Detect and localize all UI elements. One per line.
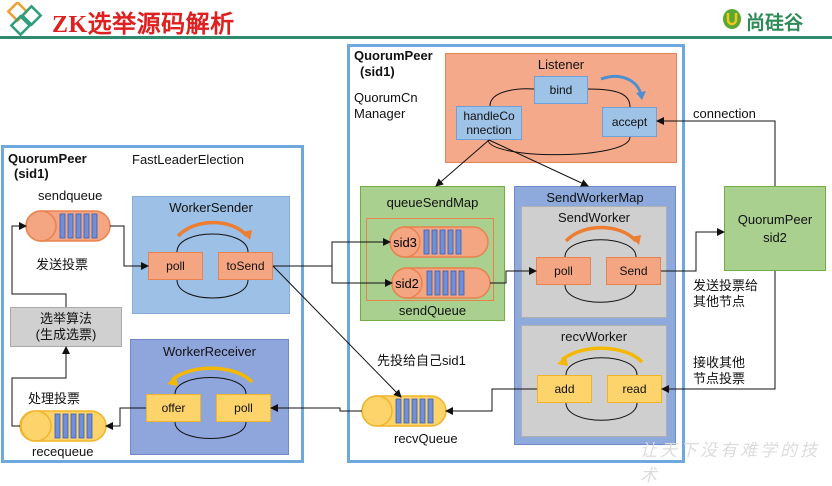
- queue-send-map-title: queueSendMap: [386, 195, 479, 210]
- handle-to-send-worker-map-arrow: [488, 139, 589, 187]
- worker-sender-loop-bottom: [176, 279, 249, 299]
- recequeue-to-algorithm-arrow: [11, 346, 70, 427]
- sid2-queue-icon: sid2: [391, 267, 491, 299]
- handle-to-queue-send-map-arrow: [435, 139, 490, 187]
- center-peer-sid: (sid1): [360, 64, 395, 79]
- brand-logo-icon: [722, 8, 742, 30]
- send-vote-label: 发送投票: [36, 257, 89, 272]
- send-worker-send-box: Send: [606, 257, 661, 285]
- listener-cycle-arrow: [600, 74, 643, 96]
- recv-worker-cycle-arrow: [560, 346, 644, 364]
- recv-worker-loop-top: [565, 357, 638, 376]
- send-worker-title: SendWorker: [557, 210, 630, 225]
- listener-title: Listener: [537, 57, 585, 72]
- election-algorithm-box: 选举算法 (生成选票): [10, 307, 122, 347]
- left-quorum-peer-frame: [1, 145, 304, 463]
- election-algorithm-line2: (生成选票): [35, 327, 97, 342]
- recvqueue-icon: [361, 395, 447, 427]
- worker-sender-loop-top: [176, 233, 249, 253]
- worker-sender-tosend-box: toSend: [218, 252, 273, 280]
- worker-sender-title: WorkerSender: [169, 200, 253, 215]
- worker-sender-cycle-arrow: [176, 220, 249, 238]
- receive-votes-line2: 节点投票: [693, 371, 746, 386]
- tosend-to-sid3-arrow: [273, 238, 391, 267]
- tosend-to-recvqueue-arrow: [272, 265, 402, 398]
- listener-handle-connection-box: handleCo nnection: [456, 106, 522, 140]
- diagram-connectors: sid3 sid2: [11, 74, 776, 442]
- receive-votes-line1: 接收其他: [693, 355, 746, 370]
- listener-loop: [487, 88, 631, 156]
- worker-receiver-poll-box: poll: [216, 394, 271, 422]
- worker-receiver-loop-bottom: [174, 421, 247, 439]
- worker-sender-poll-box: poll: [148, 252, 203, 280]
- recv-worker-read-box: read: [607, 375, 662, 403]
- brand-name: 尚硅谷: [746, 13, 804, 34]
- worker-receiver-offer-box: offer: [146, 394, 201, 422]
- sendqueue-label: sendqueue: [38, 188, 103, 203]
- sendqueue-icon: [25, 210, 111, 242]
- recv-worker-add-box: add: [537, 375, 592, 403]
- recvqueue-to-poll-arrow: [270, 404, 362, 412]
- sid2-to-send-worker-poll-arrow: [490, 267, 537, 284]
- quorum-cnx-manager-line1: QuorumCn: [354, 90, 418, 105]
- recequeue-label: recequeue: [32, 444, 94, 459]
- sendqueue-to-poll-arrow: [110, 225, 149, 270]
- left-peer-sid: (sid1): [14, 166, 49, 181]
- send-to-sid2-peer-arrow: [661, 228, 725, 272]
- center-quorum-peer-frame: [347, 44, 685, 463]
- send-worker-map-title: SendWorkerMap: [546, 190, 644, 205]
- center-peer-title: QuorumPeer: [354, 48, 433, 63]
- election-algorithm-line1: 选举算法: [39, 311, 92, 326]
- send-worker-cycle-arrow: [564, 225, 638, 243]
- sid2-peer-to-read-arrow: [661, 271, 776, 393]
- header-divider: [0, 36, 832, 39]
- handle-connection-line1: handleCo: [463, 109, 515, 123]
- left-peer-title: QuorumPeer: [8, 151, 87, 166]
- recv-queue-label: recvQueue: [394, 431, 458, 446]
- listener-accept-box: accept: [602, 107, 657, 137]
- process-vote-label: 处理投票: [28, 391, 81, 406]
- quorum-peer-sid2-line1: QuorumPeer: [737, 211, 813, 227]
- quorum-cnx-manager-line2: Manager: [354, 106, 406, 121]
- tosend-to-sid2-arrow: [331, 266, 393, 287]
- send-queue-label: sendQueue: [398, 303, 467, 318]
- self-vote-label: 先投给自己sid1: [377, 353, 466, 368]
- quorum-peer-sid2-line2: sid2: [763, 229, 787, 245]
- algorithm-to-sendqueue-arrow: [11, 222, 67, 307]
- recequeue-icon: [19, 410, 107, 442]
- recv-worker-loop-bottom: [565, 402, 638, 421]
- offer-to-recequeue-arrow: [105, 407, 146, 430]
- send-queue-group: [366, 218, 494, 301]
- fast-leader-election-label: FastLeaderElection: [132, 152, 245, 167]
- slide-header: [0, 0, 832, 38]
- send-to-others-line1: 发送投票给: [693, 278, 759, 293]
- logo-diamonds-icon: [4, 0, 48, 37]
- page-title: ZK选举源码解析: [52, 12, 235, 38]
- worker-receiver-loop-top: [174, 377, 247, 395]
- send-worker-loop-top: [564, 239, 637, 258]
- worker-receiver-cycle-arrow: [170, 366, 254, 384]
- listener-bind-box: bind: [534, 76, 588, 104]
- sid3-queue-icon: sid3: [389, 226, 489, 258]
- handle-connection-line2: nnection: [466, 123, 512, 137]
- sid3-label: sid3: [393, 235, 417, 250]
- recv-worker-title: recvWorker: [560, 329, 628, 344]
- worker-receiver-title: WorkerReceiver: [163, 344, 256, 359]
- send-worker-loop-bottom: [564, 284, 637, 303]
- sid2-label: sid2: [395, 276, 419, 291]
- quorum-peer-sid2-box: QuorumPeer sid2: [724, 186, 826, 271]
- connection-arrow: [656, 117, 776, 186]
- connection-label: connection: [693, 106, 756, 121]
- send-to-others-line2: 其他节点: [693, 294, 746, 309]
- send-worker-poll-box: poll: [536, 257, 591, 285]
- add-to-recvqueue-arrow: [445, 388, 537, 415]
